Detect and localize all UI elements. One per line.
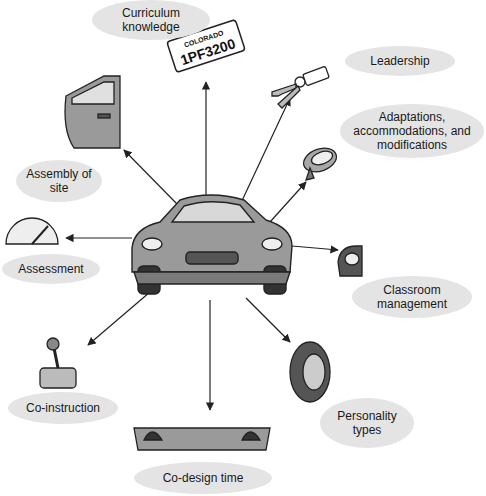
arrow: [88, 292, 150, 345]
plate-text: 1PF3200: [178, 35, 237, 68]
arrow: [66, 237, 132, 238]
headlight: [262, 238, 282, 250]
tire: [290, 342, 330, 402]
door-window: [72, 82, 114, 104]
label-oval: Assessment: [2, 254, 100, 284]
label-oval: Co-instruction: [8, 392, 118, 424]
label-text: Classroom management: [362, 283, 462, 311]
gauge-needle: [32, 226, 48, 244]
wheel-arch: [144, 432, 162, 440]
arrow: [209, 300, 210, 410]
key-tag: [303, 66, 330, 85]
arrow: [240, 98, 290, 205]
arrow: [270, 182, 306, 222]
speedometer: [6, 218, 58, 244]
arrow: [292, 246, 338, 250]
label-oval: Assembly of site: [16, 160, 102, 202]
arrow: [246, 298, 290, 342]
headlight: [142, 238, 162, 250]
mirror-arm: [306, 168, 314, 180]
door-handle: [98, 114, 110, 118]
tire-rim: [303, 354, 325, 390]
windshield: [172, 202, 254, 222]
label-text: Co-design time: [163, 471, 244, 485]
arrow: [205, 82, 206, 200]
car-door: [65, 76, 120, 148]
arrow: [124, 150, 178, 205]
door-panel: [65, 76, 120, 148]
gear-base: [40, 368, 76, 388]
gauge-face: [6, 218, 58, 244]
label-oval: Co-design time: [134, 462, 272, 494]
label-text: Adaptations, accommodations, and modific…: [350, 110, 474, 152]
bumper: [134, 272, 290, 284]
label-oval: Classroom management: [352, 276, 472, 318]
label-text: Personality types: [330, 409, 404, 437]
side-mirror: [300, 144, 339, 180]
headlight-lens: [345, 253, 359, 265]
label-oval: Curriculum knowledge: [92, 0, 210, 40]
label-text: Co-instruction: [26, 401, 100, 415]
label-text: Curriculum knowledge: [102, 6, 200, 34]
tire-outer: [290, 342, 330, 402]
label-text: Assessment: [18, 262, 83, 276]
label-text: Assembly of site: [26, 167, 92, 195]
car-body: [132, 195, 292, 272]
grille: [186, 252, 238, 264]
headlight-part: [338, 246, 362, 276]
keys: [272, 66, 329, 108]
label-oval: Leadership: [345, 46, 455, 76]
headlight-housing: [338, 246, 362, 276]
car: [132, 195, 292, 294]
label-oval: Adaptations, accommodations, and modific…: [340, 104, 484, 158]
rear-bumper: [134, 428, 270, 450]
mirror-housing: [300, 144, 339, 176]
gear-knob: [47, 338, 59, 350]
gear-lever: [54, 348, 58, 368]
bumper-body: [134, 428, 270, 450]
key: [278, 86, 300, 108]
label-text: Leadership: [370, 54, 429, 68]
wheel-arch: [242, 432, 260, 440]
mirror-glass: [310, 149, 335, 168]
label-oval: Personality types: [320, 398, 414, 448]
gear-shift: [40, 338, 76, 388]
